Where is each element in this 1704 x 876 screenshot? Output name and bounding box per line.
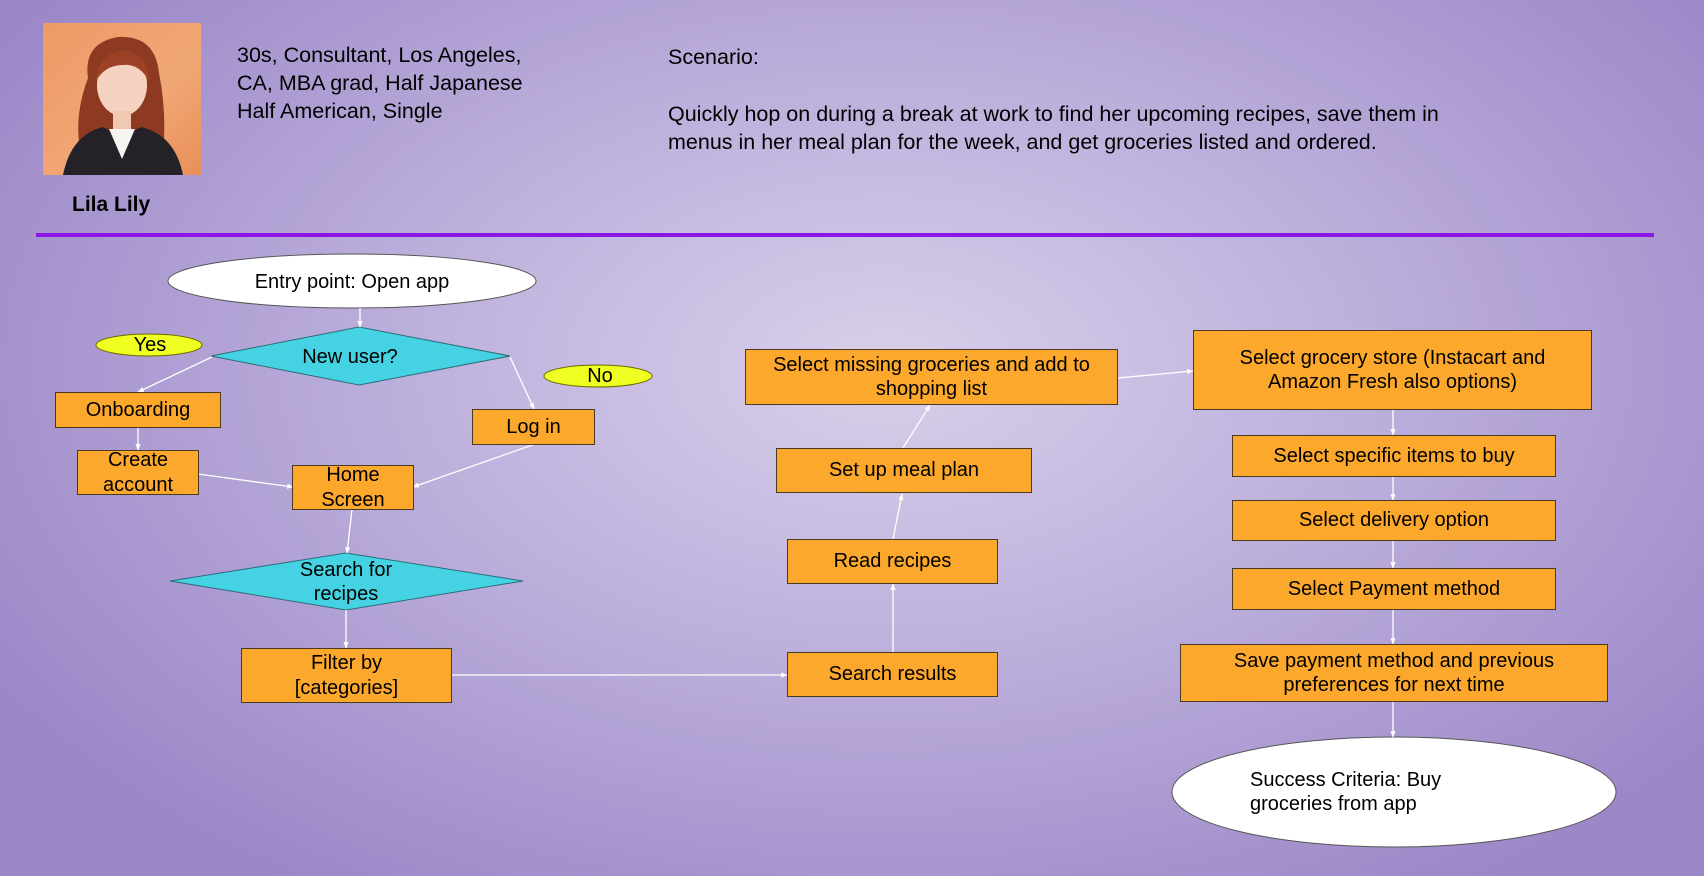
grocery-store-step: Select grocery store (Instacart and Amaz… [1193,330,1592,410]
yes-branch-badge [95,333,203,357]
entry-point-terminal [167,253,537,309]
onboarding-step: Onboarding [55,392,221,428]
connector-home-to-search [345,508,353,554]
connector-missing-groceries-to-store [1117,368,1194,379]
no-branch-badge [543,364,653,388]
persona-details: 30s, Consultant, Los Angeles, CA, MBA gr… [237,43,523,123]
section-divider [36,233,1654,237]
log-in-step: Log in [472,409,595,445]
missing-groceries-step: Select missing groceries and add to shop… [745,349,1118,405]
connector-new-user-to-login [509,356,535,410]
success-criteria-terminal [1171,736,1617,848]
connector-create-account-to-home [197,473,294,489]
connector-login-to-home [412,443,536,488]
connector-new-user-to-onboarding [137,356,213,393]
payment-method-step: Select Payment method [1232,568,1556,610]
search-recipes-decision [169,552,524,611]
search-results-step: Search results [787,652,998,697]
scenario-label: Scenario: [668,45,759,69]
meal-plan-step: Set up meal plan [776,448,1032,493]
save-payment-step: Save payment method and previous prefere… [1180,644,1608,702]
read-recipes-step: Read recipes [787,539,998,584]
persona-portrait-illustration [63,36,183,175]
connector-meal-plan-to-missing-groceries [902,404,931,449]
new-user-decision [210,326,511,386]
specific-items-step: Select specific items to buy [1232,435,1556,477]
filter-categories-step: Filter by [categories] [241,648,452,703]
delivery-option-step: Select delivery option [1232,500,1556,541]
persona-photo [43,23,201,175]
connector-read-to-meal-plan [892,493,904,540]
persona-name: Lila Lily [72,193,151,216]
home-screen-step: Home Screen [292,464,414,511]
create-account-step: Create account [77,449,199,496]
scenario-text: Quickly hop on during a break at work to… [668,102,1439,154]
